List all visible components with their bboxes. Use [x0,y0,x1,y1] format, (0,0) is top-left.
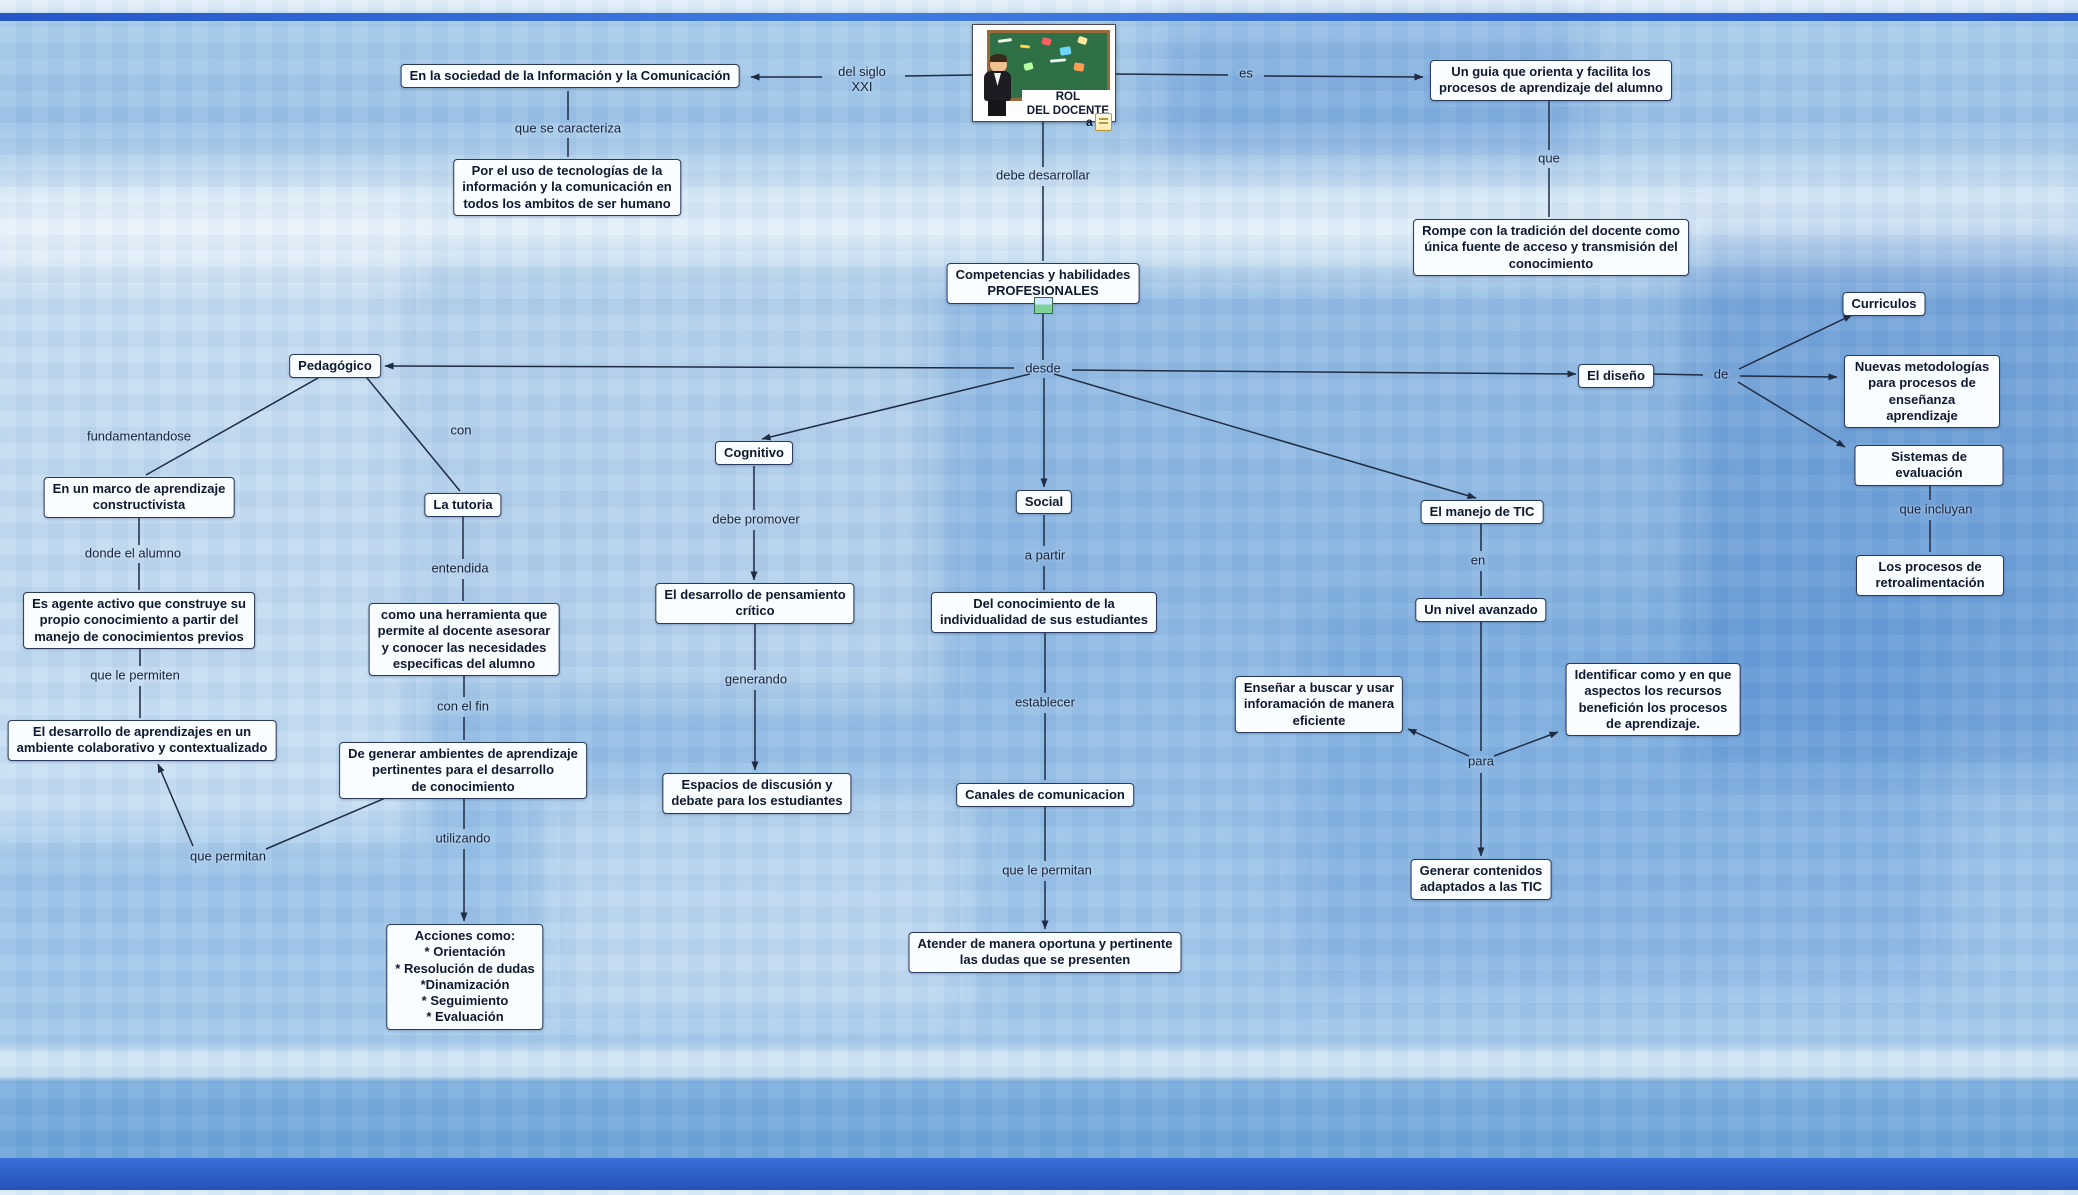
connector-line [1493,731,1559,757]
linking-phrase-utilizando[interactable]: utilizando [435,830,491,846]
connector-line [366,377,461,492]
node-canales[interactable]: Canales de comunicacion [956,783,1134,808]
linking-phrase-de[interactable]: de [1713,366,1729,382]
linking-phrase-debe-desarrollar[interactable]: debe desarrollar [996,167,1090,183]
linking-phrase-que-le-permiten[interactable]: que le permiten [90,667,180,683]
node-generar-contenidos[interactable]: Generar contenidos adaptados a las TIC [1410,859,1552,900]
node-ensenar-buscar[interactable]: Enseñar a buscar y usar inforamación de … [1234,676,1404,733]
connector-line [1407,728,1470,757]
node-rol-del-docente[interactable]: ROL DEL DOCENTE [972,24,1116,122]
node-guia[interactable]: Un guia que orienta y facilita los proce… [1430,60,1672,101]
linking-phrase-debe-promover[interactable]: debe promover [712,511,800,527]
linking-phrase-del-siglo-xxi[interactable]: del siglo XXI [838,64,886,94]
linking-phrase-que-incluyan[interactable]: que incluyan [1899,501,1973,517]
connector-line [761,373,1031,441]
node-cognitivo[interactable]: Cognitivo [715,441,793,466]
connector-line [145,377,319,476]
linking-phrase-con-el-fin[interactable]: con el fin [436,698,490,714]
linking-phrase-donde-el-alumno[interactable]: donde el alumno [84,545,182,561]
connector-line [1053,373,1477,499]
connector-line [904,74,973,77]
linking-phrase-establecer[interactable]: establecer [1015,694,1075,710]
chalk-scribble [997,38,1013,43]
chalk-scribble [1019,44,1031,49]
image-resource-icon[interactable] [1034,297,1053,314]
node-metodologias[interactable]: Nuevas metodologías para procesos de ens… [1844,355,2000,428]
connector-line [1652,373,1704,376]
connector-line [265,789,405,850]
connector-line [1739,373,1838,381]
node-conocimiento-individualidad[interactable]: Del conocimiento de la individualidad de… [930,592,1158,633]
linking-phrase-con[interactable]: con [450,422,472,438]
node-nivel-avanzado[interactable]: Un nivel avanzado [1415,598,1547,623]
linking-phrase-a-partir[interactable]: a partir [1024,547,1066,563]
connector-line [1263,73,1424,81]
chalk-scribble [1023,62,1034,71]
connector-line [384,362,1015,370]
linking-phrase-es[interactable]: es [1239,65,1253,81]
linking-phrase-en[interactable]: en [1470,552,1486,568]
node-por-el-uso[interactable]: Por el uso de tecnologías de la informac… [453,159,681,216]
connector-line [1737,381,1846,448]
connector-line [157,763,194,847]
chalk-scribble [1073,62,1085,72]
node-desarrollo-aprendizajes[interactable]: El desarrollo de aprendizajes en un ambi… [7,720,277,761]
connector-line [1113,73,1229,76]
linking-phrase-que[interactable]: que [1538,150,1560,166]
chalk-scribble [1059,46,1072,56]
linking-phrase-para[interactable]: para [1467,753,1495,769]
attachment-icon-group[interactable]: a [1086,113,1112,131]
node-tutoria[interactable]: La tutoria [424,493,502,518]
node-agente-activo[interactable]: Es agente activo que construye su propio… [23,592,255,649]
node-acciones[interactable]: Acciones como: * Orientación * Resolució… [386,924,544,1030]
connector-line [1738,314,1853,370]
node-identificar[interactable]: Identificar como y en que aspectos los r… [1565,663,1741,736]
node-manejo-tic[interactable]: El manejo de TIC [1420,500,1544,525]
linking-phrase-que-permitan[interactable]: que permitan [190,848,266,864]
node-pensamiento-critico[interactable]: El desarrollo de pensamiento crítico [655,583,855,624]
linking-phrase-entendida[interactable]: entendida [431,560,489,576]
node-generar-ambientes[interactable]: De generar ambientes de aprendizaje pert… [339,742,587,799]
node-rompe[interactable]: Rompe con la tradición del docente como … [1413,219,1689,276]
teacher-illustration [979,54,1017,119]
teacher-body [984,71,1011,101]
linking-phrase-fundamentandose[interactable]: fundamentandose [86,428,192,444]
linking-phrase-que-le-permitan[interactable]: que le permitan [1002,862,1092,878]
attachment-letter: a [1086,115,1093,129]
node-herramienta[interactable]: como una herramienta que permite al doce… [368,603,560,676]
note-icon[interactable] [1094,113,1112,131]
teacher-legs [988,100,1006,116]
linking-phrase-que-se-caracteriza[interactable]: que se caracteriza [514,120,622,136]
linking-phrase-generando[interactable]: generando [724,671,788,687]
linking-phrase-desde[interactable]: desde [1025,360,1061,376]
chalk-scribble [1077,35,1088,46]
chalk-scribble [1041,37,1052,46]
node-espacios[interactable]: Espacios de discusión y debate para los … [662,773,852,814]
node-diseno[interactable]: El diseño [1578,364,1654,389]
node-curriculos[interactable]: Curriculos [1842,292,1926,317]
chalk-scribble [1049,58,1067,63]
node-atender[interactable]: Atender de manera oportuna y pertinente … [908,932,1182,973]
node-sistemas-evaluacion[interactable]: Sistemas de evaluación [1854,445,2004,486]
node-pedagogico[interactable]: Pedagógico [289,354,381,379]
connector-line [1071,369,1577,378]
rol-node-label: ROL DEL DOCENTE [1021,90,1114,120]
node-social[interactable]: Social [1015,490,1073,515]
node-sociedad[interactable]: En la sociedad de la Información y la Co… [400,64,740,89]
node-retroalimentacion[interactable]: Los procesos de retroalimentación [1856,555,2004,596]
node-marco-constructivista[interactable]: En un marco de aprendizaje constructivis… [43,477,235,518]
